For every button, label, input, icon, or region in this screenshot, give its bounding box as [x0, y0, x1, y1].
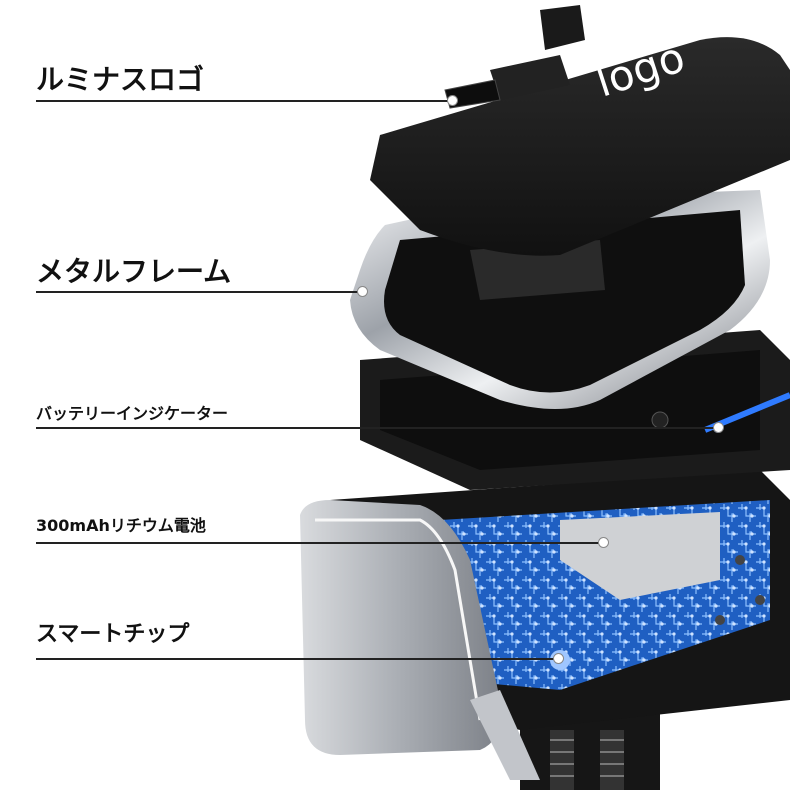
callout-metal-frame: メタルフレーム [36, 255, 232, 288]
callout-dot [598, 537, 609, 548]
callout-line [36, 100, 451, 102]
callout-line [36, 658, 556, 660]
callout-smart-chip: スマートチップ [36, 622, 190, 647]
callout-dot [447, 95, 458, 106]
callout-dot [713, 422, 724, 433]
side-grip-arm [300, 500, 540, 780]
callout-luminous-logo: ルミナスロゴ [36, 63, 205, 96]
metal-frame [350, 190, 770, 409]
callout-line [36, 291, 361, 293]
callout-battery-indicator: バッテリーインジケーター [36, 404, 229, 423]
callout-dot [357, 286, 368, 297]
logo-plate [370, 5, 790, 256]
callout-line [36, 427, 716, 429]
callout-dot [553, 653, 564, 664]
callout-lithium-battery: 300mAhリチウム電池 [36, 516, 206, 535]
callout-line [36, 542, 601, 544]
